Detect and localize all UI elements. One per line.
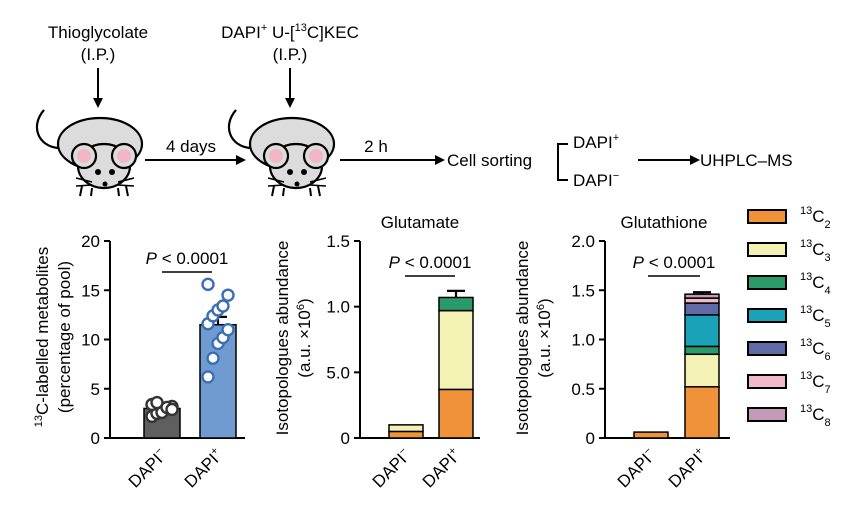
legend-swatch: [747, 407, 787, 422]
mouse-icon: [227, 108, 336, 198]
panel-labelled-metabolites: 13C-labelled metabolites (percentage of …: [33, 232, 245, 491]
bar-segment: [684, 353, 720, 388]
p-value-annotation: P < 0.0001: [389, 253, 472, 272]
legend-swatch: [747, 242, 787, 257]
mouse-icon: [35, 108, 144, 198]
legend-label: 13C2: [800, 205, 831, 231]
bar-segment: [388, 424, 424, 433]
y-axis-label: Isotopologues abundance: [513, 241, 532, 436]
x-tick-label: DAPI+: [180, 445, 227, 492]
legend-swatch: [747, 341, 787, 356]
y-axis-label: (a.u. ×106): [295, 298, 314, 377]
legend-swatch: [747, 374, 787, 389]
legend-label: 13C6: [800, 337, 831, 363]
y-tick-label: 20: [81, 232, 100, 251]
x-tick-label: DAPI+: [418, 445, 465, 492]
legend-swatch: [747, 209, 787, 224]
y-tick-label: 5: [91, 380, 100, 399]
injection-2-route: (I.P.): [273, 45, 308, 64]
legend-swatch: [747, 275, 787, 290]
bar-segment: [684, 302, 720, 316]
legend-label: 13C3: [800, 238, 831, 264]
chart-title: Glutathione: [621, 213, 708, 232]
bar-segment: [438, 296, 474, 312]
p-value-annotation: P < 0.0001: [633, 253, 716, 272]
dapi-negative-label: DAPI−: [573, 170, 619, 190]
schematic: Thioglycolate (I.P.) DAPI+ U-[13C]KEC (I…: [35, 22, 793, 198]
legend-swatch: [747, 308, 787, 323]
x-tick-label: DAPI−: [613, 445, 660, 492]
y-tick-label: 5.0: [326, 363, 350, 382]
panel-glutathione: Glutathione Isotopologues abundance (a.u…: [513, 213, 730, 491]
injection-2-label: DAPI+ U-[13C]KEC: [221, 22, 359, 42]
y-tick-label: 10: [81, 331, 100, 350]
panel-glutamate: Glutamate Isotopologues abundance (a.u. …: [273, 213, 480, 491]
data-point: [201, 370, 215, 384]
y-tick-label: 0: [91, 429, 100, 448]
legend-label: 13C4: [800, 271, 831, 297]
y-tick-label: 0.5: [571, 380, 595, 399]
y-tick-label: 15: [81, 281, 100, 300]
bar-segment: [388, 430, 424, 439]
y-tick-label: 1.0: [326, 298, 350, 317]
legend-label: 13C7: [800, 370, 831, 396]
chart-title: Glutamate: [381, 213, 459, 232]
step-2-duration: 2 h: [364, 137, 388, 156]
x-tick-label: DAPI−: [124, 445, 171, 492]
y-axis-label: Isotopologues abundance: [273, 241, 292, 436]
bar-segment: [684, 293, 720, 299]
data-point: [221, 322, 235, 337]
injection-1-route: (I.P.): [81, 45, 116, 64]
x-tick-label: DAPI−: [368, 445, 415, 492]
bar-segment: [684, 314, 720, 348]
sorting-bracket: [557, 143, 568, 181]
data-point: [165, 402, 179, 417]
legend-label: 13C8: [800, 403, 831, 429]
injection-1-label: Thioglycolate: [48, 23, 148, 42]
bar-segment: [633, 431, 669, 439]
y-tick-label: 1.5: [326, 232, 350, 251]
data-point: [201, 277, 215, 292]
y-tick-label: 0: [586, 429, 595, 448]
data-point: [216, 299, 230, 313]
y-axis-label: (percentage of pool): [55, 261, 74, 413]
legend: 13C2 13C3 13C4 13C5 13C6 13C7 13C8: [747, 205, 831, 429]
y-tick-label: 0: [341, 429, 350, 448]
legend-label: 13C5: [800, 304, 831, 330]
cell-sorting-label: Cell sorting: [447, 151, 532, 170]
y-tick-label: 2.0: [571, 232, 595, 251]
bar-segment: [438, 309, 474, 391]
data-point: [221, 288, 235, 302]
data-point: [206, 351, 220, 365]
x-tick-label: DAPI+: [664, 445, 711, 492]
y-axis-label: 13C-labelled metabolites: [33, 247, 52, 427]
bar-segment: [684, 345, 720, 356]
y-tick-label: 1.5: [571, 281, 595, 300]
p-value-annotation: P < 0.0001: [146, 249, 229, 268]
bar-segment: [684, 386, 720, 439]
y-tick-label: 1.0: [571, 331, 595, 350]
step-1-duration: 4 days: [166, 137, 216, 156]
bar-segment: [438, 388, 474, 439]
dapi-positive-label: DAPI+: [573, 132, 619, 152]
uhplc-ms-label: UHPLC–MS: [700, 151, 793, 170]
y-axis-label: (a.u. ×106): [535, 298, 554, 377]
